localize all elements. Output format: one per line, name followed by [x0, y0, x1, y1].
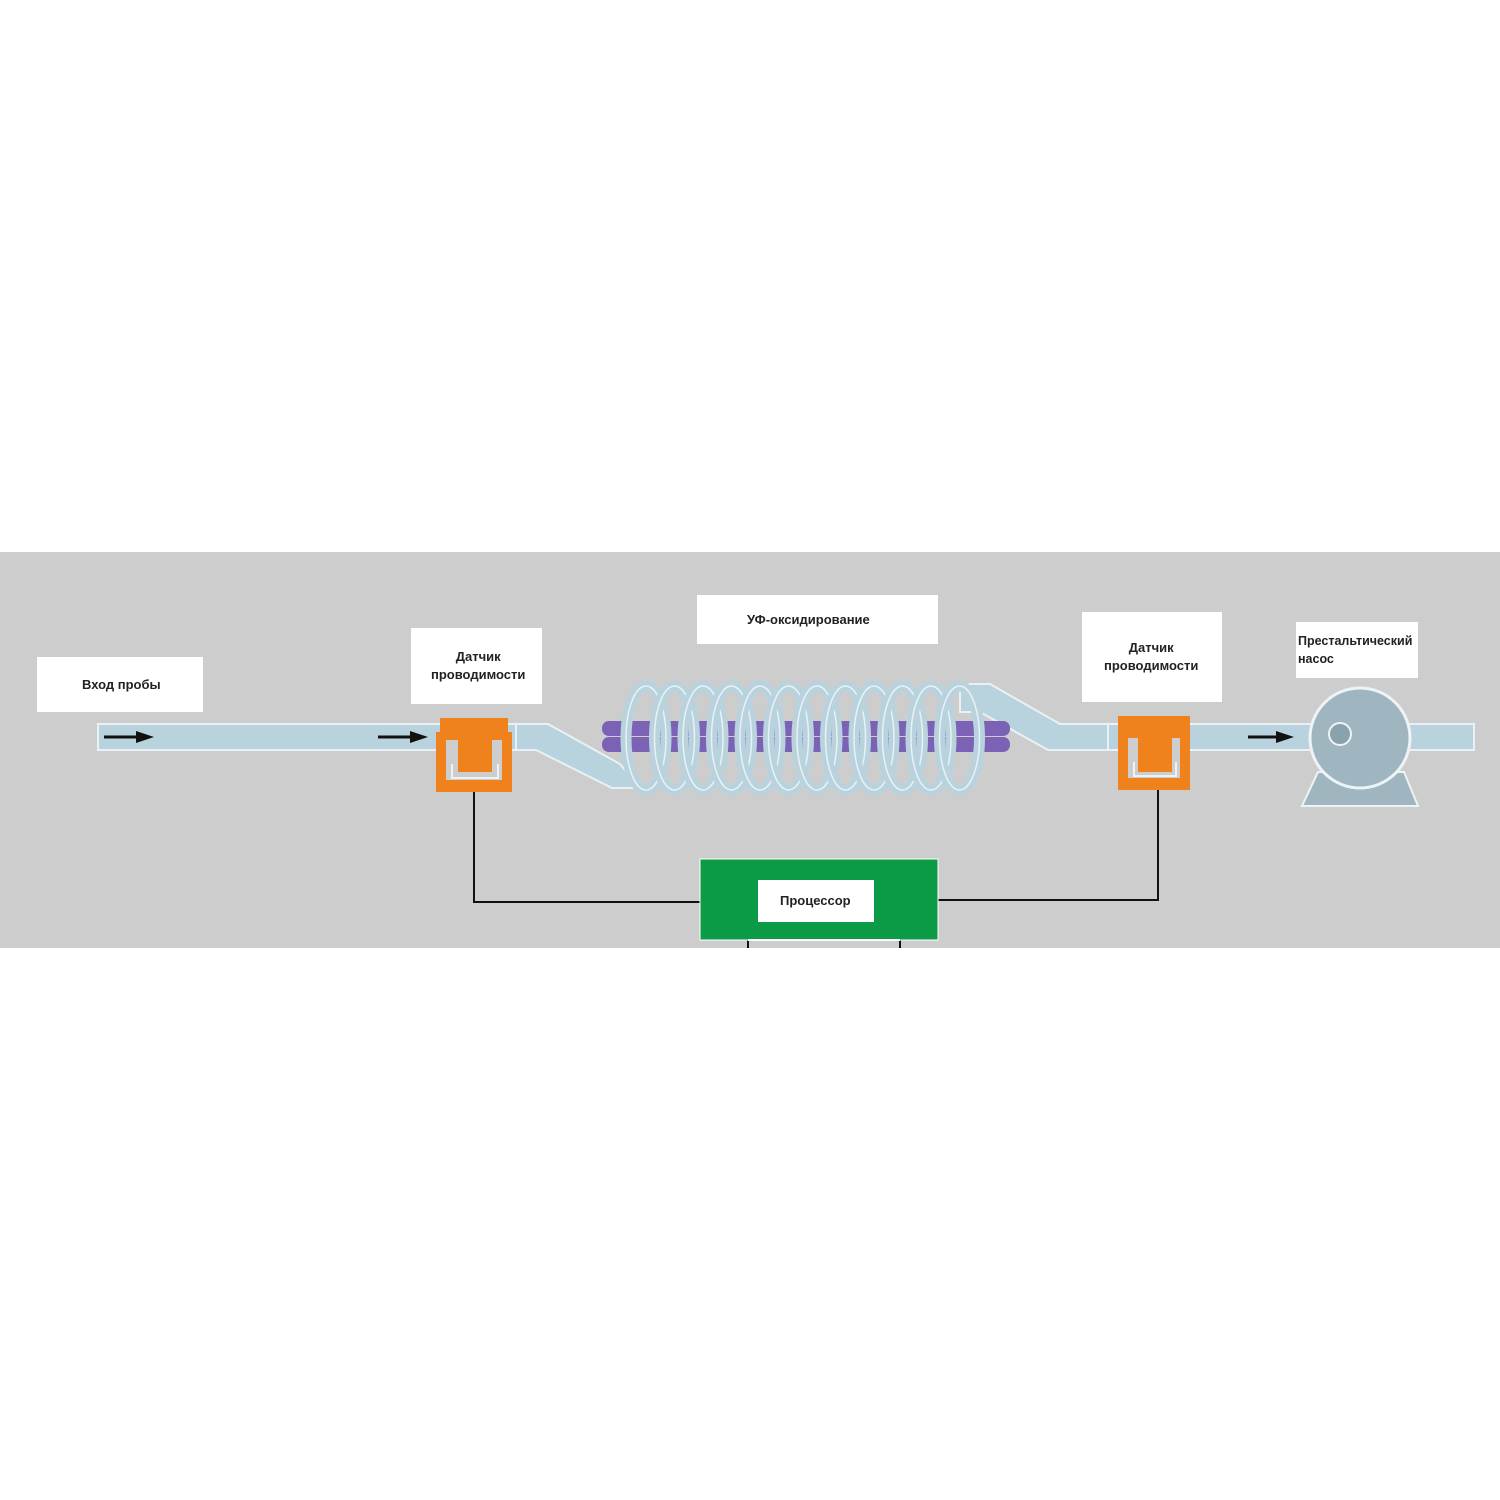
coil-loop-outline — [824, 685, 867, 791]
coil-loop-outline — [682, 685, 724, 791]
peristaltic-pump — [1300, 686, 1420, 807]
pump-body — [1308, 686, 1412, 790]
wire-left-sensor — [473, 790, 700, 903]
process-flow-diagram — [97, 680, 1475, 948]
diagram-panel: Вход пробы Датчик проводимости УФ-оксиди… — [0, 552, 1500, 948]
pump-rotor — [1328, 722, 1352, 746]
label-conductivity-sensor-right: Датчик проводимости — [1082, 612, 1222, 702]
conductivity-sensor-right — [1118, 716, 1190, 790]
pipe-bend-left — [515, 723, 643, 789]
coil-loop-outline — [767, 685, 810, 791]
wire-right-sensor — [938, 788, 1159, 901]
conductivity-sensor-left — [436, 718, 512, 792]
coil-loop-outline — [796, 685, 838, 791]
label-conductivity-sensor-left: Датчик проводимости — [411, 628, 542, 704]
flow-arrows — [104, 731, 1294, 743]
label-uv-oxidation: УФ-оксидирование — [697, 595, 938, 644]
coil-loop-outline — [653, 685, 696, 791]
coil-loop-outline — [853, 685, 895, 791]
coil-loop-outline — [625, 685, 667, 791]
coil-loop-outline — [910, 685, 952, 791]
coil-loop-outline — [938, 685, 981, 791]
signal-wires — [473, 788, 1159, 948]
label-sample-inlet: Вход пробы — [37, 657, 203, 712]
coil-loop-outline — [881, 685, 924, 791]
arrow-before-sensor — [378, 731, 428, 743]
coil-loop-outline — [739, 685, 781, 791]
label-peristaltic-pump: Престальтический насос — [1296, 622, 1418, 678]
coil-loop-outline — [710, 685, 753, 791]
label-processor: Процессор — [758, 880, 874, 922]
arrow-after-sensor — [1248, 731, 1294, 743]
uv-coil — [620, 680, 985, 796]
arrow-inlet — [104, 731, 154, 743]
